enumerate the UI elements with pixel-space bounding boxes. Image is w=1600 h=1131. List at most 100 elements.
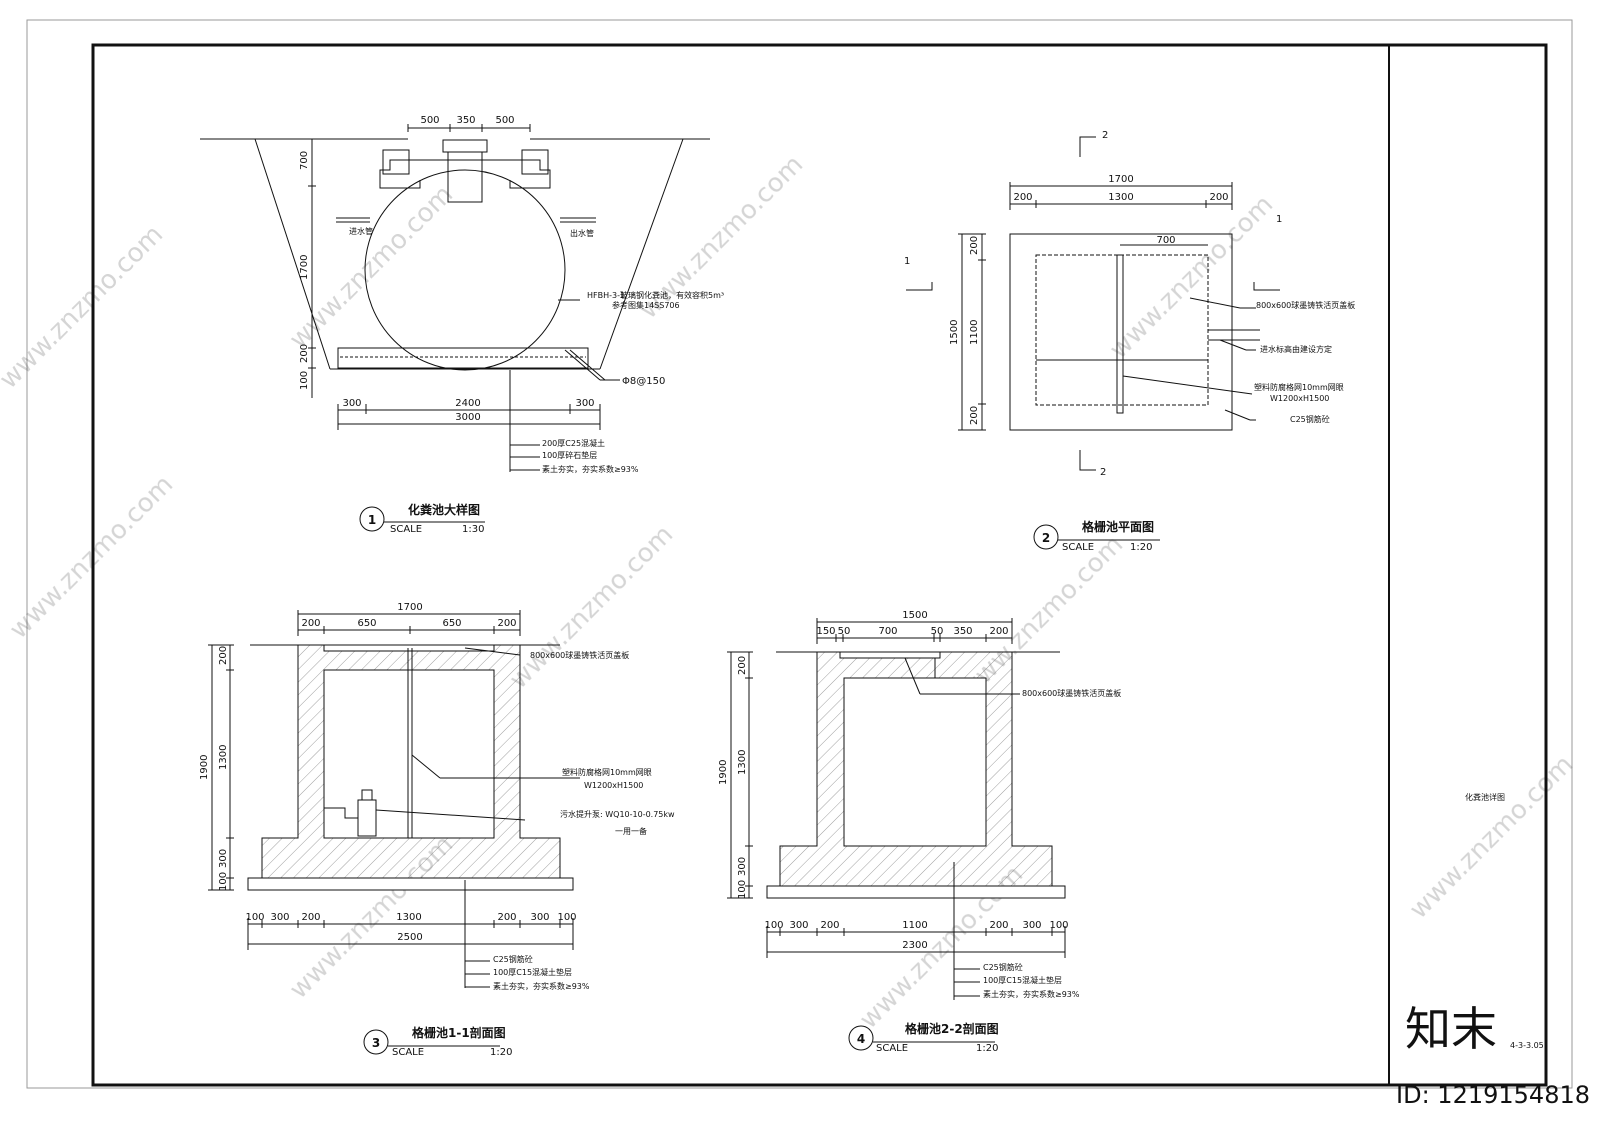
dim: 350: [456, 115, 475, 126]
note-label: C25钢筋砼: [1290, 414, 1330, 424]
watermark-text: www.znzmo.com: [4, 470, 179, 645]
cut-mark-label: 1: [1276, 214, 1282, 225]
layer-label: C25钢筋砼: [983, 962, 1023, 972]
drawing-4-section-2-2: [727, 618, 1066, 1051]
scale-label: SCALE: [1062, 542, 1094, 553]
watermark-text: www.znzmo.com: [504, 520, 679, 695]
layer-label: 200厚C25混凝土: [542, 438, 605, 448]
dim: 650: [357, 618, 376, 629]
scale-label: SCALE: [392, 1047, 424, 1058]
layer-label: 素土夯实，夯实系数≥93%: [542, 464, 639, 474]
dim-total: 2300: [902, 940, 927, 951]
pump-label: 污水提升泵: WQ10-10-0.75kw: [560, 809, 675, 819]
dim-total: 1500: [949, 320, 960, 345]
dim: 500: [420, 115, 439, 126]
dim: 300: [575, 398, 594, 409]
drawing-title: 化粪池大样图: [408, 502, 480, 517]
dim: 200: [497, 618, 516, 629]
dim: 700: [878, 626, 897, 637]
dim: 200: [737, 656, 748, 675]
rebar-label: Φ8@150: [622, 376, 665, 387]
dim: 1100: [902, 920, 927, 931]
cover-label: 800x600球墨铸铁活页盖板: [1022, 688, 1121, 698]
drawing-4-labels: 1500 150 50 700 50 350 200 800x600球墨铸铁活页…: [718, 610, 1121, 1054]
dim: 200: [989, 626, 1008, 637]
sheet-number: 4-3-3.05: [1510, 1041, 1544, 1050]
dim: 100: [557, 912, 576, 923]
screen-label: 塑料防腐格网10mm网眼: [562, 767, 652, 777]
cut-mark-label: 1: [904, 256, 910, 267]
dim: 100: [218, 872, 229, 891]
outer-border: [26, 19, 1573, 1089]
layer-label: 素土夯实，夯实系数≥93%: [983, 989, 1080, 999]
layer-label: 100厚碎石垫层: [542, 450, 597, 460]
dim: 700: [1156, 235, 1175, 246]
dim: 300: [737, 857, 748, 876]
pipe-in-label: 进水管: [349, 226, 373, 236]
scale-value: 1:20: [1130, 542, 1152, 553]
dim-total: 1700: [1108, 174, 1133, 185]
drawing-1-labels: 500 350 500 700 1700 200 100 300 2400 30…: [299, 115, 724, 535]
dim: 650: [442, 618, 461, 629]
watermark-logo: 知末: [1405, 1002, 1497, 1056]
drawing-2-plan: [906, 136, 1280, 550]
drawing-2-labels: 1700 200 1300 200 700 1500 200 1100 200 …: [904, 130, 1355, 553]
drawing-3-labels: 1700 200 650 650 200 800x600球墨铸铁活页盖板 190…: [199, 602, 675, 1058]
watermark-text: www.znzmo.com: [284, 180, 459, 355]
drawing-title: 格栅池2-2剖面图: [905, 1021, 999, 1036]
scale-label: SCALE: [876, 1043, 908, 1054]
dim: 300: [1022, 920, 1041, 931]
inner-border: [91, 43, 1548, 1087]
dim: 200: [1209, 192, 1228, 203]
dim-total: 2500: [397, 932, 422, 943]
watermark-layer: www.znzmo.com www.znzmo.com www.znzmo.co…: [0, 150, 1579, 1035]
dim: 1700: [299, 255, 310, 280]
sheet-title: 化粪池详图: [1465, 792, 1505, 802]
dim: 200: [218, 646, 229, 665]
layer-label: 素土夯实，夯实系数≥93%: [493, 981, 590, 991]
dim: 300: [270, 912, 289, 923]
drawing-number: 1: [368, 513, 376, 527]
tank-note: HFBH-3-1: [587, 291, 625, 300]
scale-label: SCALE: [390, 524, 422, 535]
dim-total: 1900: [718, 760, 729, 785]
pipe-out-label: 出水管: [570, 228, 594, 238]
watermark-text: www.znzmo.com: [0, 220, 169, 395]
dim: 200: [301, 912, 320, 923]
note-label: 塑料防腐格网10mm网眼: [1254, 382, 1344, 392]
dim: 300: [789, 920, 808, 931]
dim: 200: [820, 920, 839, 931]
watermark-text: www.znzmo.com: [1104, 190, 1279, 365]
cover-label: 800x600球墨铸铁活页盖板: [530, 650, 629, 660]
watermark-text: www.znzmo.com: [1404, 750, 1579, 925]
drawing-number: 4: [857, 1032, 865, 1046]
dim: 50: [838, 626, 851, 637]
dim: 200: [969, 406, 980, 425]
layer-label: 100厚C15混凝土垫层: [983, 975, 1062, 985]
watermark-id: ID: 1219154818: [1396, 1081, 1590, 1109]
dim-total: 3000: [455, 412, 480, 423]
note-label: W1200xH1500: [1270, 394, 1329, 403]
scale-value: 1:20: [490, 1047, 512, 1058]
dim: 100: [245, 912, 264, 923]
dim: 500: [495, 115, 514, 126]
dim: 300: [218, 849, 229, 868]
dim: 2400: [455, 398, 480, 409]
drawing-number: 3: [372, 1036, 380, 1050]
dim: 200: [299, 344, 310, 363]
dim: 350: [953, 626, 972, 637]
dim: 100: [1049, 920, 1068, 931]
dim: 200: [969, 236, 980, 255]
drawing-number: 2: [1042, 531, 1050, 545]
drawing-3-section-1-1: [208, 610, 580, 1055]
dim: 200: [1013, 192, 1032, 203]
dim: 150: [816, 626, 835, 637]
dim: 200: [989, 920, 1008, 931]
tank-note: 参考图集14SS706: [612, 300, 680, 310]
dim: 700: [299, 151, 310, 170]
dim: 100: [764, 920, 783, 931]
dim-total: 1500: [902, 610, 927, 621]
dim: 100: [737, 880, 748, 899]
cut-mark-label: 2: [1100, 467, 1106, 478]
dim: 50: [931, 626, 944, 637]
